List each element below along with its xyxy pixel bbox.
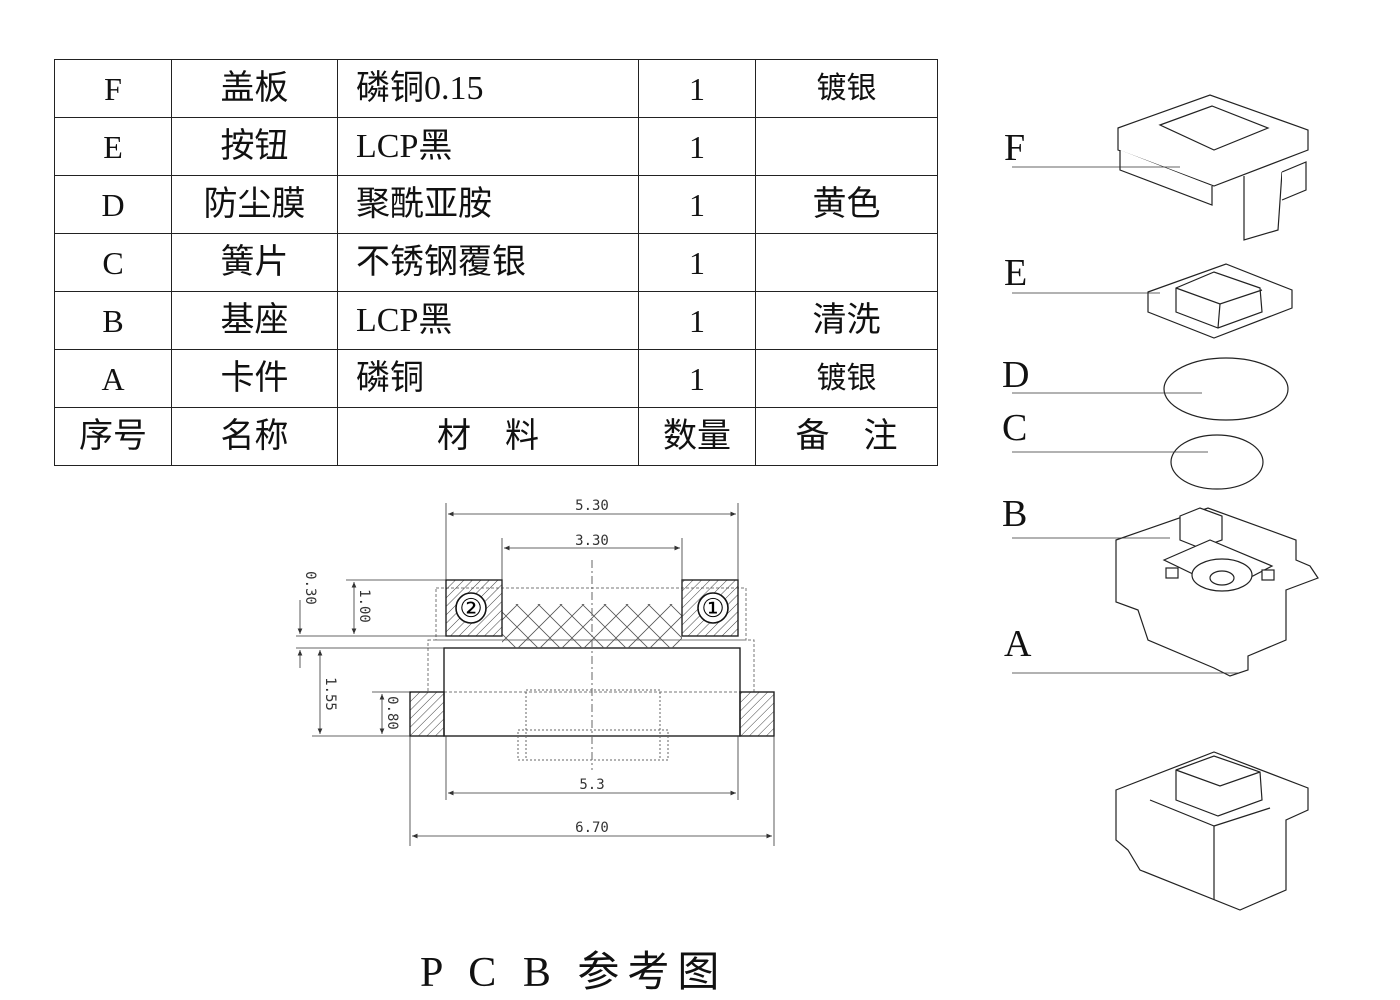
row-id: D <box>54 175 172 234</box>
label-e: E <box>1004 252 1027 294</box>
bom-row-b: B 基座 LCP黑 1 清洗 <box>54 291 938 350</box>
header-name: 名称 <box>171 407 338 466</box>
row-qty: 1 <box>638 117 756 176</box>
row-name: 簧片 <box>171 233 338 292</box>
dim-lead-offset: 1.55 <box>322 677 338 711</box>
row-id: F <box>54 59 172 118</box>
row-remark: 镀银 <box>755 349 938 408</box>
header-remark: 备 注 <box>755 407 938 466</box>
row-material: LCP黑 <box>337 291 639 350</box>
part-f-cover <box>1117 94 1309 241</box>
label-c: C <box>1002 407 1027 449</box>
row-name: 盖板 <box>171 59 338 118</box>
row-material: LCP黑 <box>337 117 639 176</box>
label-f: F <box>1004 127 1025 169</box>
part-b-base <box>1115 507 1319 677</box>
bom-row-f: F 盖板 磷铜0.15 1 镀银 <box>54 59 938 118</box>
dim-lead-height: 0.80 <box>384 696 400 730</box>
part-d-film <box>1163 357 1289 421</box>
row-name: 基座 <box>171 291 338 350</box>
row-remark: 镀银 <box>755 59 938 118</box>
row-id: B <box>54 291 172 350</box>
bom-header-row: 序号 名称 材 料 数量 备 注 <box>54 407 938 466</box>
row-id: A <box>54 349 172 408</box>
row-material: 聚酰亚胺 <box>337 175 639 234</box>
dimension-lines <box>296 503 775 846</box>
row-id: C <box>54 233 172 292</box>
pin-2-label: ② <box>459 594 482 624</box>
part-c-spring <box>1170 434 1264 490</box>
row-material: 不锈钢覆银 <box>337 233 639 292</box>
dim-pad-offset: 0.30 <box>302 571 318 605</box>
dim-pad-height: 1.00 <box>356 589 372 623</box>
row-remark: 清洗 <box>755 291 938 350</box>
label-b: B <box>1002 493 1027 535</box>
row-remark: 黄色 <box>755 175 938 234</box>
lead-right <box>739 691 775 737</box>
dim-outer-width: 5.30 <box>575 498 609 514</box>
row-qty: 1 <box>638 175 756 234</box>
bom-row-c: C 簧片 不锈钢覆银 1 <box>54 233 938 292</box>
pin-1-label: ① <box>701 594 724 624</box>
row-qty: 1 <box>638 59 756 118</box>
row-remark <box>755 117 938 176</box>
header-id: 序号 <box>54 407 172 466</box>
dim-inner-width: 3.30 <box>575 533 609 549</box>
assembled-switch <box>1115 751 1309 911</box>
pcb-title: P C B 参考图 <box>420 950 728 996</box>
row-qty: 1 <box>638 233 756 292</box>
leader-lines <box>1012 166 1238 674</box>
bom-row-d: D 防尘膜 聚酰亚胺 1 黄色 <box>54 175 938 234</box>
pcb-drawing <box>409 560 775 770</box>
exploded-view <box>1115 94 1319 911</box>
part-e-button <box>1147 263 1293 339</box>
label-d: D <box>1002 354 1029 396</box>
label-a: A <box>1004 623 1032 665</box>
bom-table: F 盖板 磷铜0.15 1 镀银 E 按钮 LCP黑 1 D 防尘膜 聚酰亚胺 … <box>54 59 938 466</box>
dim-bottom-width: 5.3 <box>579 777 604 793</box>
lead-left <box>409 691 445 737</box>
dim-total-width: 6.70 <box>575 820 609 836</box>
row-name: 防尘膜 <box>171 175 338 234</box>
bom-row-e: E 按钮 LCP黑 1 <box>54 117 938 176</box>
row-id: E <box>54 117 172 176</box>
